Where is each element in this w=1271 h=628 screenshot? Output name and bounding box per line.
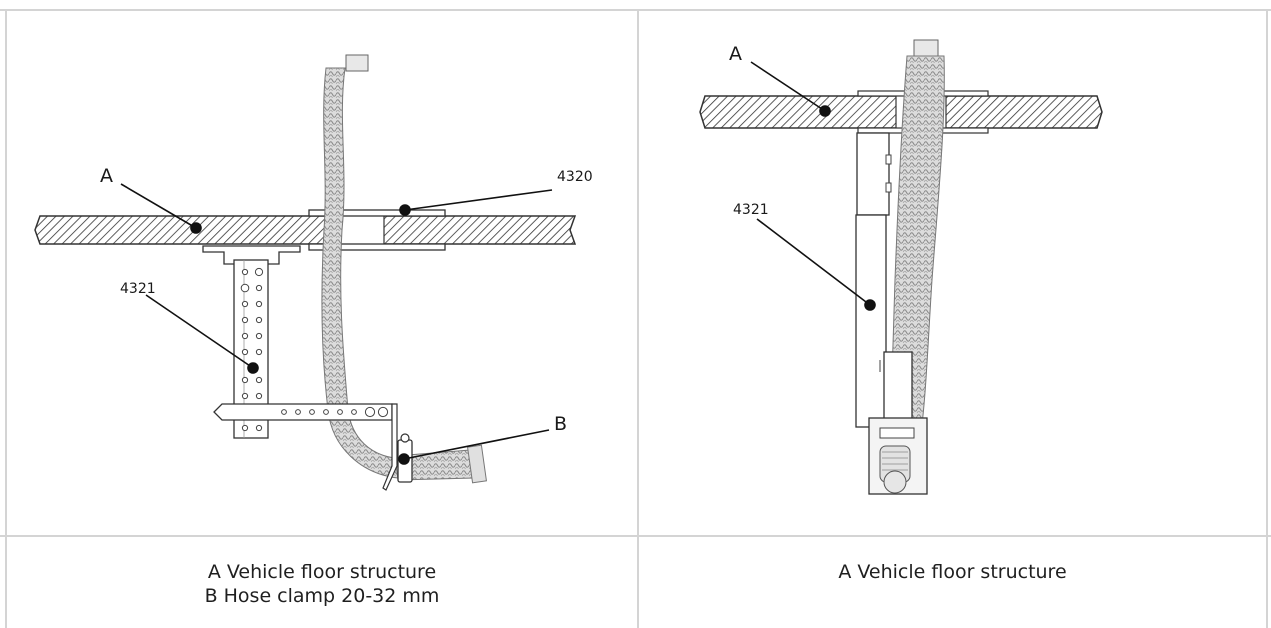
caption-line: B Hose clamp 20-32 mm — [204, 585, 440, 607]
right-figure-cell: A 4321 — [639, 11, 1266, 535]
floor-grommet-4320 — [308, 209, 446, 251]
table-border-left — [5, 9, 7, 628]
caption-line: A Vehicle floor structure — [838, 561, 1067, 583]
table-border-center — [637, 9, 639, 628]
label-a: A — [100, 165, 113, 187]
mounting-bracket-4321 — [855, 132, 892, 428]
label-4321: 4321 — [120, 281, 156, 297]
label-a: A — [729, 43, 742, 65]
table-border-top — [0, 9, 1271, 11]
vehicle-floor — [34, 214, 577, 246]
label-4321: 4321 — [733, 202, 769, 218]
label-b: B — [554, 413, 567, 435]
hose — [887, 39, 945, 441]
right-installation-drawing: A 4321 — [699, 39, 1103, 495]
left-figure-cell: A 4320 4321 B — [7, 11, 637, 535]
left-installation-drawing: A 4320 4321 B — [34, 54, 593, 491]
left-caption: A Vehicle floor structure B Hose clamp 2… — [7, 560, 637, 608]
mounting-bracket-4321 — [202, 245, 398, 491]
right-caption: A Vehicle floor structure — [639, 560, 1266, 584]
label-4320: 4320 — [557, 169, 593, 185]
hose-clamp — [868, 351, 928, 495]
table-border-middle — [0, 535, 1271, 537]
caption-line: A Vehicle floor structure — [207, 561, 437, 583]
vehicle-floor — [699, 90, 1103, 134]
table-border-right — [1266, 9, 1268, 628]
